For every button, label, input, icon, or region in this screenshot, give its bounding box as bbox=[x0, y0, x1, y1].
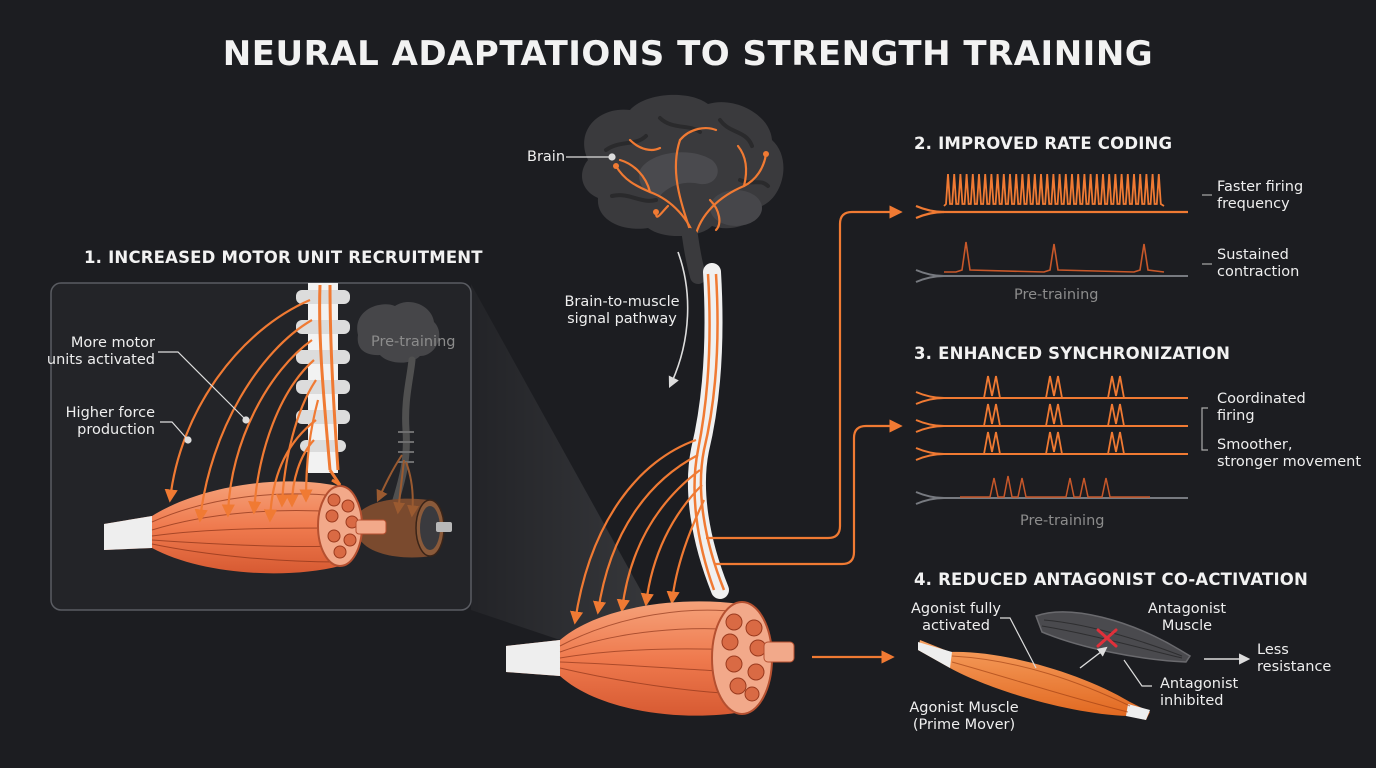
rate-coding-trained-trace bbox=[915, 173, 1188, 220]
branch-to-synchronization bbox=[714, 419, 903, 566]
smoother-label: Smoother, stronger movement bbox=[1217, 437, 1362, 470]
page-title: NEURAL ADAPTATIONS TO STRENGTH TRAINING bbox=[222, 34, 1154, 74]
main-muscle bbox=[506, 601, 795, 716]
higher-force-label: Higher force production bbox=[65, 405, 155, 438]
inset-pre-training-label: Pre-training bbox=[371, 334, 456, 350]
brain-label: Brain bbox=[527, 149, 566, 165]
section3-heading: 3. ENHANCED SYNCHRONIZATION bbox=[914, 344, 1231, 363]
agonist-active-label: Agonist fully activated bbox=[911, 601, 1001, 634]
arrow-to-antagonist-muscle bbox=[1079, 646, 1108, 669]
section1-heading: 1. INCREASED MOTOR UNIT RECRUITMENT bbox=[84, 248, 483, 267]
sync-trained-traces bbox=[915, 375, 1188, 461]
pathway-arrow bbox=[668, 251, 689, 389]
more-units-label: More motor units activated bbox=[46, 335, 155, 368]
branch-to-rate-coding bbox=[706, 205, 903, 540]
zoom-cone bbox=[471, 284, 660, 640]
faster-firing-label: Faster firing frequency bbox=[1217, 179, 1304, 212]
pathway-label: Brain-to-muscle signal pathway bbox=[564, 294, 680, 327]
brain-leader bbox=[566, 153, 616, 161]
inset-recruitment-arrows bbox=[164, 298, 320, 523]
agonist-muscle bbox=[918, 640, 1150, 720]
rate-pre-training-label: Pre-training bbox=[1014, 287, 1099, 303]
agonist-muscle-label: Agonist Muscle (Prime Mover) bbox=[909, 700, 1019, 733]
main-recruitment-arrows bbox=[570, 438, 705, 625]
inset-panel bbox=[50, 282, 472, 611]
brain-illustration bbox=[582, 94, 784, 284]
sustained-label: Sustained contraction bbox=[1217, 247, 1300, 280]
main-spinal-cord bbox=[687, 263, 729, 599]
section2-heading: 2. IMPROVED RATE CODING bbox=[914, 134, 1173, 153]
antagonist-leaders bbox=[1000, 617, 1152, 687]
pre-training-muscle bbox=[355, 454, 452, 558]
antagonist-muscle-label: Antagonist Muscle bbox=[1147, 601, 1227, 634]
sync-bracket bbox=[1201, 407, 1208, 451]
rate-coding-ticks bbox=[1202, 194, 1212, 265]
rate-coding-pre-trace bbox=[915, 241, 1188, 283]
coordinated-label: Coordinated firing bbox=[1217, 391, 1306, 424]
less-resistance-label: Less resistance bbox=[1257, 642, 1332, 675]
antagonist-muscle bbox=[1035, 611, 1192, 663]
sync-pre-trace bbox=[915, 475, 1188, 505]
antagonist-inhibited-label: Antagonist inhibited bbox=[1160, 676, 1239, 709]
sync-pre-training-label: Pre-training bbox=[1020, 513, 1105, 529]
section4-heading: 4. REDUCED ANTAGONIST CO-ACTIVATION bbox=[914, 570, 1309, 589]
